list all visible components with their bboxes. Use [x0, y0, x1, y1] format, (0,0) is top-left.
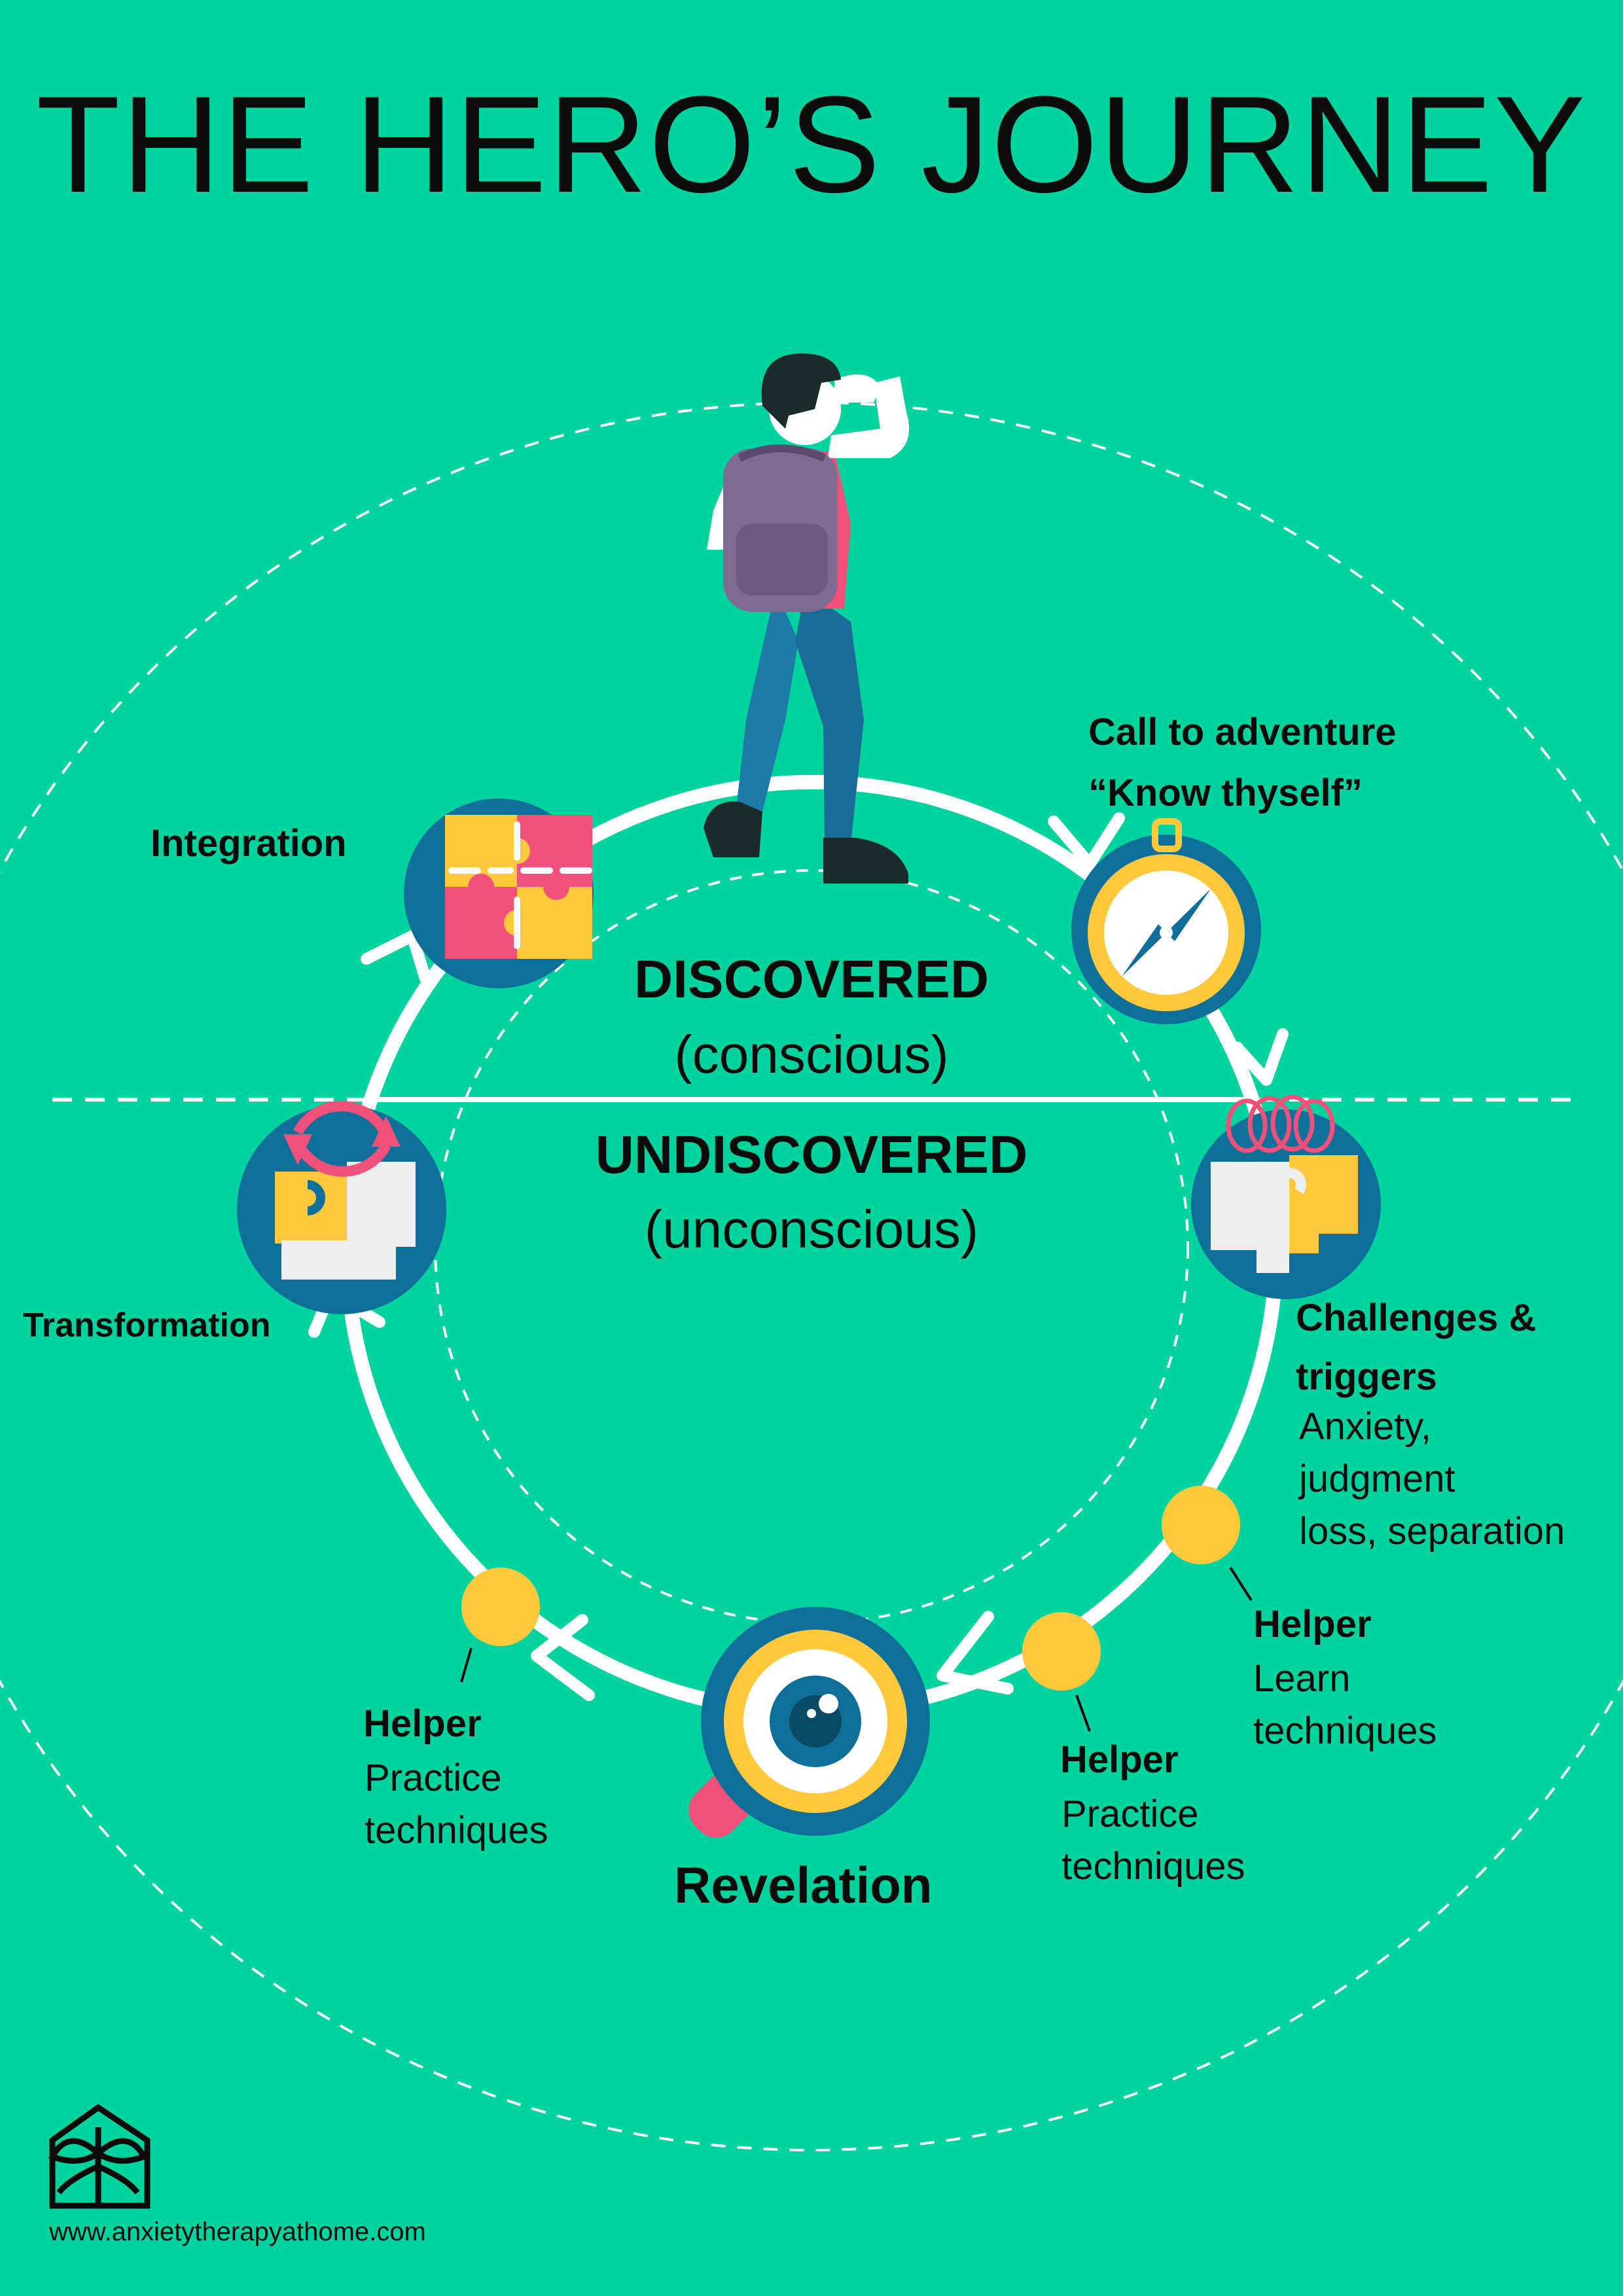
know-thyself-label: “Know thyself”	[1088, 772, 1363, 814]
challenges-desc-3: loss, separation	[1299, 1510, 1565, 1552]
call-to-adventure-label: Call to adventure	[1088, 711, 1397, 753]
helper-right-desc-1: Learn	[1253, 1657, 1351, 1700]
helper-dot-right	[1162, 1486, 1240, 1564]
revelation-label: Revelation	[674, 1856, 933, 1914]
compass-icon	[1071, 818, 1261, 1024]
undiscovered-sub: (unconscious)	[644, 1200, 979, 1259]
helper-dot-bottom-right	[1022, 1612, 1101, 1691]
cycle-arrows-icon	[237, 1101, 446, 1314]
helper-right-title: Helper	[1253, 1603, 1372, 1645]
challenges-desc-1: Anxiety,	[1299, 1405, 1432, 1448]
undiscovered-label: UNDISCOVERED	[595, 1125, 1028, 1185]
helper-bottom-right-desc-1: Practice	[1061, 1793, 1199, 1835]
transformation-label: Transformation	[23, 1306, 271, 1344]
helper-tick-left	[460, 1647, 473, 1683]
helper-dot-left	[461, 1568, 540, 1646]
helper-left-desc-1: Practice	[365, 1757, 502, 1799]
challenges-label: Challenges &	[1296, 1297, 1537, 1339]
magnifier-eye-icon	[688, 1607, 930, 1838]
helper-tick-bottom-right	[1075, 1695, 1091, 1732]
helper-tick-right	[1229, 1566, 1253, 1602]
hero-figure	[704, 353, 910, 884]
puzzle-icon	[404, 798, 594, 988]
dragonfly-house-logo	[48, 2104, 151, 2209]
helper-left-title: Helper	[363, 1702, 482, 1745]
brain-knot-icon	[1191, 1094, 1381, 1299]
discovered-label: DISCOVERED	[633, 950, 990, 1009]
challenges-desc-2: judgment	[1299, 1458, 1455, 1500]
integration-label: Integration	[151, 822, 347, 865]
helper-right-desc-2: techniques	[1253, 1710, 1437, 1752]
discovered-sub: (conscious)	[674, 1025, 949, 1085]
triggers-label: triggers	[1296, 1355, 1437, 1398]
helper-left-desc-2: techniques	[365, 1809, 548, 1852]
page-title: THE HERO’S JOURNEY	[36, 67, 1587, 221]
website-url[interactable]: www.anxietytherapyathome.com	[49, 2217, 426, 2246]
helper-bottom-right-desc-2: techniques	[1061, 1845, 1245, 1888]
helper-bottom-right-title: Helper	[1060, 1738, 1179, 1781]
